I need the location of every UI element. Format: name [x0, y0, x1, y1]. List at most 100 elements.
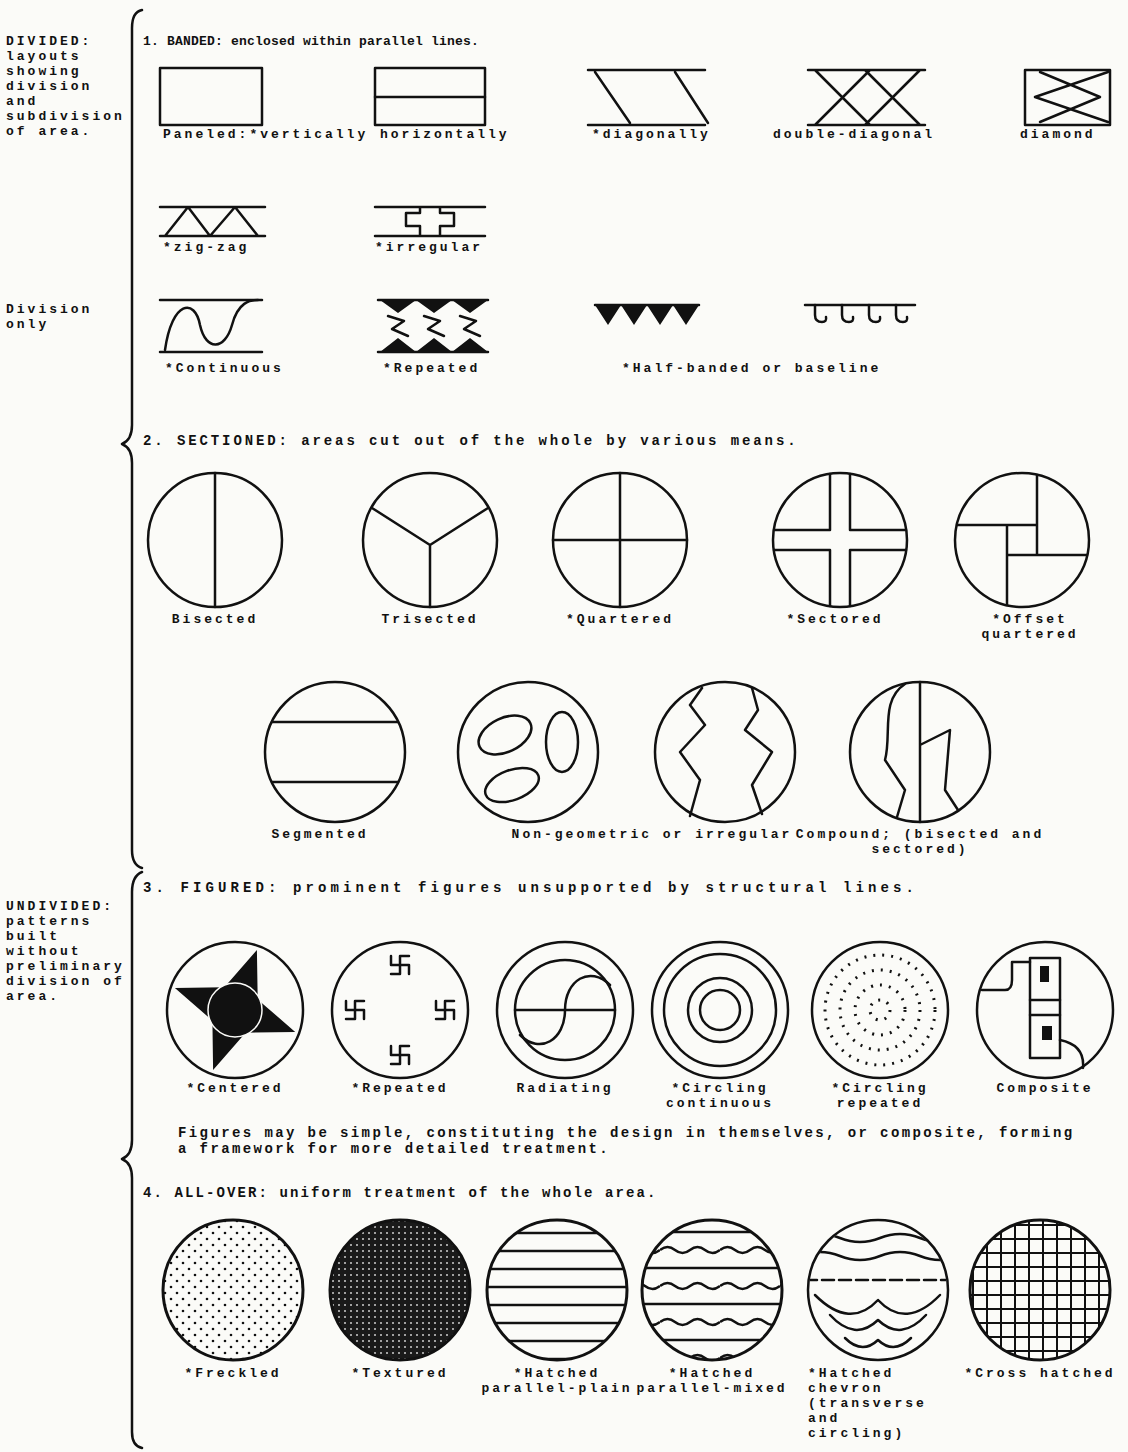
figured-circle [812, 942, 948, 1078]
banded-figure [1025, 70, 1110, 125]
all-over-circle [642, 1220, 782, 1360]
figure-caption: diamond [1020, 128, 1120, 143]
figured-circle [346, 1001, 364, 1019]
figured-circle [167, 942, 303, 1078]
sectioned-circle [955, 473, 1089, 607]
sectioned-circle [272, 722, 398, 782]
figured-circle [175, 950, 295, 1070]
banded-figure [375, 207, 485, 236]
sectioned-circle [655, 682, 795, 822]
figured-circle [208, 983, 262, 1037]
figure-caption: *Quartered [545, 613, 695, 628]
sectioned-circle [850, 682, 990, 822]
figured-circle [436, 1001, 454, 1019]
banded-figure [160, 68, 262, 125]
group-label: Division only [6, 303, 130, 333]
sectioned-circle [148, 473, 1089, 822]
figure-caption: *irregular [375, 241, 525, 256]
division-figure [160, 300, 915, 352]
section-heading: 1. BANDED: enclosed within parallel line… [143, 35, 1118, 50]
all-over-circle [845, 1338, 911, 1347]
figured-circle [825, 955, 935, 1065]
sectioned-circle [481, 761, 544, 808]
figure-caption: *Offset quartered [940, 613, 1120, 643]
figured-circle [332, 942, 468, 1078]
sectioned-circle [957, 475, 1087, 605]
figure-caption: *Freckled [158, 1367, 308, 1382]
group-label: DIVIDED: layouts showing division and su… [6, 35, 130, 140]
sectioned-circle [363, 473, 497, 607]
sectioned-circle [148, 473, 282, 607]
figured-circle [1040, 966, 1049, 982]
figured-circle [167, 942, 1113, 1078]
figure-caption: Bisected [145, 613, 285, 628]
figure-caption: horizontally [380, 128, 530, 143]
figure-caption: *Textured [325, 1367, 475, 1382]
banded-figure [375, 96, 485, 99]
sectioned-circle [885, 682, 958, 822]
figure-caption: *Centered [165, 1082, 305, 1097]
sectioned-circle [265, 682, 405, 822]
all-over-circle [800, 1252, 960, 1260]
all-over-circle [970, 1220, 1110, 1360]
all-over-circle [800, 1234, 960, 1242]
figured-circle [1042, 1026, 1052, 1040]
figured-circle [688, 978, 752, 1042]
division-figure [380, 300, 488, 313]
all-over-circle [805, 1279, 955, 1282]
figure-caption: *Repeated [330, 1082, 470, 1097]
division-figure [165, 300, 258, 350]
figure-caption: *diagonally [592, 128, 742, 143]
sectioned-circle [773, 473, 907, 607]
sectioned-circle [774, 474, 906, 606]
figured-circle [840, 970, 920, 1050]
figure-caption: double-diagonal [773, 128, 953, 143]
all-over-circle [163, 1220, 1110, 1360]
figured-circle [515, 960, 615, 1060]
all-over-circle [487, 1220, 627, 1360]
group-label: UNDIVIDED: patterns built without prelim… [6, 900, 130, 1005]
section-heading: 4. ALL-OVER: uniform treatment of the wh… [143, 1185, 1118, 1201]
banded-figure [1035, 72, 1108, 122]
figured-circle [870, 1000, 890, 1020]
figured-circle [391, 1046, 409, 1064]
section-heading: 3. FIGURED: prominent figures unsupporte… [143, 880, 1118, 896]
division-figure [815, 305, 907, 322]
figure-caption: *Sectored [760, 613, 910, 628]
figured-circle [982, 962, 1030, 990]
sectioned-circle [458, 682, 598, 822]
division-figure [595, 305, 699, 325]
division-figure [388, 316, 480, 336]
brace [122, 10, 142, 1448]
sectioned-circle [546, 712, 578, 772]
sectioned-circle [680, 688, 772, 816]
figured-circle [700, 990, 740, 1030]
note-text: Figures may be simple, constituting the … [178, 1125, 1083, 1157]
all-over-circle [163, 1220, 303, 1360]
figured-circle [664, 954, 776, 1066]
brace [122, 872, 142, 1448]
figure-caption: Compound; (bisected and sectored) [795, 828, 1045, 858]
figure-caption: Radiating [495, 1082, 635, 1097]
figure-caption: *Repeated [383, 362, 533, 377]
figure-caption: *Hatched parallel-mixed [632, 1367, 792, 1397]
figured-circle [977, 942, 1113, 1078]
figure-caption: *Circling continuous [655, 1082, 785, 1112]
sectioned-circle [372, 508, 488, 607]
figured-circle [652, 942, 788, 1078]
division-figure [378, 300, 488, 352]
banded-figure [160, 68, 1110, 236]
figure-caption: *Hatched chevron (transverse and circlin… [808, 1367, 938, 1442]
figured-circle [497, 942, 633, 1078]
figure-caption: *Cross hatched [960, 1367, 1120, 1382]
banded-figure [588, 70, 708, 125]
banded-figure [375, 68, 485, 125]
figure-caption: *zig-zag [163, 241, 313, 256]
figured-circle [1030, 1000, 1083, 1068]
sectioned-circle [553, 473, 687, 607]
figured-circle [855, 985, 905, 1035]
banded-figure [808, 70, 925, 125]
division-figure [380, 338, 488, 352]
sectioned-circle [553, 473, 687, 607]
